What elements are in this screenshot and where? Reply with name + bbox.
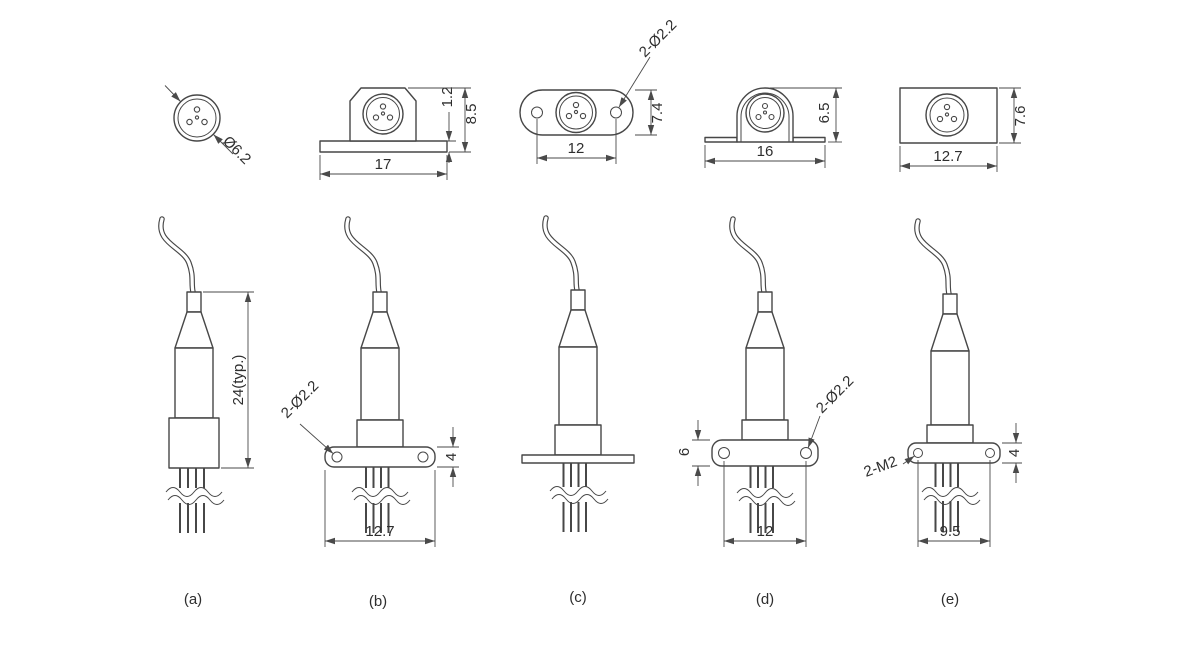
side-view-d: 6 2-Ø2.2 12: [676, 216, 857, 547]
variant-e-label: (e): [941, 591, 959, 608]
package-body: [907, 293, 1001, 464]
callout-d-holes: 2-Ø2.2: [813, 372, 857, 416]
leads: [351, 467, 411, 533]
variant-labels: (a) (b) (c) (d) (e): [184, 589, 959, 610]
callout-c-holes: 2-Ø2.2: [636, 16, 680, 60]
mount-hole: [417, 451, 429, 463]
leads: [165, 468, 225, 533]
dim-a-height: 24(typ.): [230, 355, 247, 406]
fiber-pigtail: [542, 215, 580, 293]
break-line: [165, 487, 223, 497]
mount-flange: [711, 439, 819, 467]
package-outline: [899, 87, 998, 144]
leads: [921, 463, 981, 532]
break-line: [738, 496, 796, 506]
dimension-width: 12: [723, 461, 807, 547]
break-line: [549, 486, 607, 496]
leads: [736, 466, 796, 533]
mount-hole: [800, 447, 812, 459]
dimension-height: 7.6: [999, 87, 1029, 144]
dim-b-flange-width: 12.7: [365, 523, 394, 540]
variant-b-label: (b): [369, 593, 387, 610]
break-line: [736, 488, 794, 498]
package-outline: [519, 89, 634, 136]
callout-screws: 2-M2: [862, 453, 915, 481]
mount-hole: [331, 451, 343, 463]
dim-d-flange: 6: [676, 448, 693, 456]
side-view-c: [521, 215, 635, 532]
break-line: [351, 487, 409, 497]
dimension-height: 7.4: [635, 89, 666, 136]
top-view-a: Ø6.2: [164, 85, 254, 168]
top-view-e: 7.6 12.7: [899, 87, 1029, 172]
leads: [549, 463, 609, 532]
callout-holes: 2-Ø2.2: [618, 16, 680, 108]
dimension-width: 12.7: [899, 146, 998, 172]
dimension-height: 8.5: [408, 87, 480, 153]
variant-c-label: (c): [569, 589, 587, 606]
package-body: [521, 289, 635, 464]
package-body: [711, 291, 819, 467]
dim-b-flange: 4: [443, 453, 460, 461]
dim-d-width: 16: [757, 143, 774, 160]
base-plate: [521, 454, 635, 464]
callout-e-screws: 2-M2: [862, 453, 900, 481]
callout-holes: 2-Ø2.2: [807, 372, 857, 449]
fiber-pigtail: [344, 216, 382, 295]
dimension-height: 6.5: [770, 87, 842, 143]
dim-b-lip: 1.2: [439, 87, 456, 108]
mount-hole: [531, 106, 543, 119]
top-view-c: 2-Ø2.2 7.4 12: [519, 16, 680, 164]
dimension-lip: 1.2: [418, 87, 456, 163]
mount-hole: [718, 447, 730, 459]
package-body: [168, 291, 220, 469]
top-view-d: 6.5 16: [704, 87, 842, 168]
dimension-flange: 4: [437, 427, 460, 487]
callout-holes: 2-Ø2.2: [278, 377, 334, 455]
dim-c-height: 7.4: [649, 103, 666, 124]
dimension-width: 12.7: [324, 470, 436, 547]
top-view-b: 1.2 8.5 17: [319, 87, 480, 180]
side-view-b: 2-Ø2.2 4 12.7: [278, 216, 460, 547]
break-line: [353, 495, 411, 505]
break-line: [167, 495, 225, 505]
dim-a-diameter: Ø6.2: [219, 133, 254, 168]
variant-d-label: (d): [756, 591, 774, 608]
dimension-height: 24(typ.): [203, 291, 254, 469]
package-outline: [173, 94, 221, 142]
package-body: [324, 291, 436, 468]
callout-b-holes: 2-Ø2.2: [278, 377, 322, 421]
side-view-a: 24(typ.): [158, 216, 254, 533]
dim-b-height: 8.5: [463, 104, 480, 125]
break-line: [923, 495, 981, 505]
dim-e-width: 12.7: [933, 148, 962, 165]
dim-e-hole-spacing: 9.5: [940, 523, 961, 540]
variant-a-label: (a): [184, 591, 202, 608]
break-line: [921, 487, 979, 497]
package-outline: [319, 87, 448, 153]
dim-d-hole-spacing: 12: [757, 523, 774, 540]
package-outline: [704, 87, 826, 143]
mount-hole: [913, 448, 923, 458]
dim-c-width: 12: [568, 140, 585, 157]
dimension-width: 16: [704, 143, 826, 168]
dim-d-height: 6.5: [816, 103, 833, 124]
dimension-width: 12: [536, 119, 617, 164]
dimension-flange: 6: [676, 420, 710, 486]
break-line: [551, 494, 609, 504]
dim-e-flange: 4: [1006, 449, 1023, 457]
dimension-flange: 4: [1002, 423, 1023, 483]
fiber-pigtail: [158, 216, 196, 295]
dim-b-width: 17: [375, 156, 392, 173]
fiber-pigtail: [729, 216, 767, 295]
mount-hole: [610, 106, 622, 119]
side-view-e: 2-M2 4 9.5: [862, 218, 1023, 547]
dim-e-height: 7.6: [1012, 106, 1029, 127]
mount-hole: [985, 448, 995, 458]
dimension-width: 17: [319, 155, 448, 180]
fiber-pigtail: [914, 218, 952, 297]
mount-flange: [907, 442, 1001, 464]
dimension-width: 9.5: [917, 460, 991, 547]
